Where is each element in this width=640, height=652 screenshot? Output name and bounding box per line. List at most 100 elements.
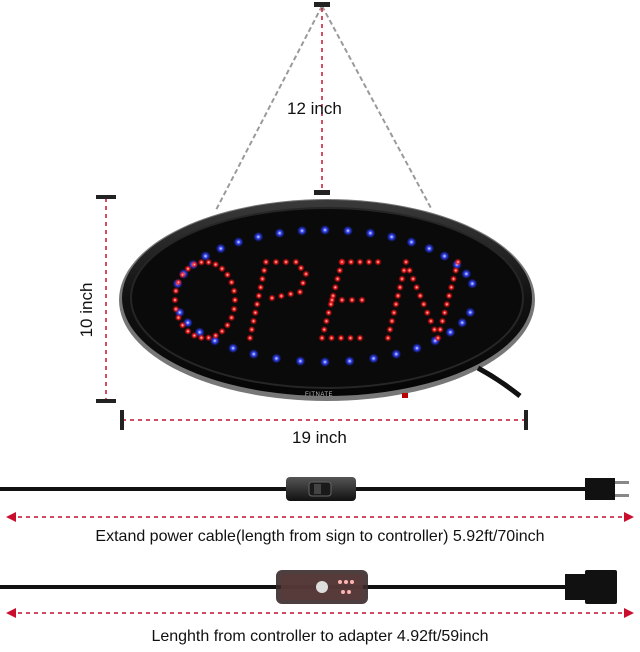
- red-led: [174, 278, 183, 286]
- blue-led: [320, 357, 330, 367]
- red-led: [358, 296, 366, 304]
- red-led: [171, 296, 179, 304]
- red-led: [427, 317, 435, 325]
- red-led: [434, 334, 442, 342]
- red-led: [197, 258, 205, 266]
- red-led: [174, 314, 183, 322]
- red-led: [218, 265, 226, 273]
- red-led: [255, 292, 263, 300]
- red-led: [260, 266, 268, 275]
- red-led: [400, 266, 408, 275]
- red-led: [405, 266, 414, 275]
- red-led: [438, 317, 447, 325]
- blue-led: [365, 228, 376, 239]
- red-led: [443, 300, 451, 308]
- red-led: [398, 275, 406, 283]
- red-led: [184, 265, 192, 273]
- red-led: [227, 278, 236, 286]
- red-led: [430, 325, 439, 334]
- red-led: [441, 309, 449, 317]
- chain-width-label: 12 inch: [287, 99, 342, 118]
- red-led: [445, 292, 453, 300]
- red-led: [322, 317, 331, 325]
- red-led: [436, 325, 444, 334]
- red-led: [197, 334, 205, 342]
- red-led: [394, 292, 402, 300]
- blue-led: [465, 307, 476, 318]
- red-led: [331, 283, 339, 291]
- red-led: [452, 266, 460, 275]
- blue-led: [439, 251, 450, 262]
- red-led: [212, 260, 220, 269]
- red-led: [292, 258, 300, 266]
- blue-led: [253, 231, 264, 242]
- blue-led: [424, 243, 435, 254]
- red-led: [272, 258, 280, 266]
- red-led: [346, 334, 355, 342]
- blue-led: [391, 349, 402, 360]
- red-led: [386, 325, 394, 334]
- red-led: [390, 309, 398, 317]
- sign-width-label: 19 inch: [292, 428, 347, 447]
- red-led: [287, 290, 295, 298]
- red-led: [230, 305, 238, 313]
- red-led: [231, 296, 239, 304]
- adapter-cable-dimension: [6, 608, 634, 618]
- blue-led: [248, 349, 259, 360]
- red-led: [413, 283, 421, 291]
- red-led: [449, 275, 458, 283]
- red-led: [205, 258, 213, 266]
- adapter-cable-caption: Lenghth from controller to adapter 4.92f…: [151, 628, 489, 645]
- red-led: [277, 292, 285, 300]
- red-led: [416, 292, 424, 300]
- red-led: [223, 321, 232, 329]
- red-led: [251, 309, 259, 317]
- blue-led: [215, 243, 226, 254]
- red-led: [172, 305, 180, 313]
- blue-led: [457, 317, 468, 328]
- red-led: [249, 317, 258, 325]
- red-led: [258, 275, 267, 283]
- red-led: [347, 258, 355, 266]
- blue-led: [344, 356, 355, 367]
- red-led: [262, 258, 270, 266]
- red-led: [253, 300, 261, 308]
- red-led: [392, 300, 400, 308]
- power-cable-dimension: [6, 512, 634, 522]
- red-led: [328, 296, 336, 304]
- red-led: [420, 300, 428, 308]
- blue-led: [368, 353, 379, 364]
- red-led: [178, 321, 187, 329]
- red-led: [190, 331, 198, 340]
- blue-led: [386, 231, 397, 242]
- red-led: [348, 296, 356, 304]
- red-led: [302, 270, 310, 278]
- red-led: [190, 260, 198, 269]
- red-led: [227, 314, 236, 322]
- blue-led: [406, 237, 417, 248]
- red-led: [230, 287, 238, 295]
- red-led: [268, 294, 276, 302]
- blue-led: [411, 343, 422, 354]
- brand-logo-text: FITNATE: [305, 392, 334, 398]
- adapter-cable-with-controller: [0, 570, 617, 604]
- sign-height-label: 10 inch: [77, 282, 96, 338]
- red-led: [396, 283, 404, 291]
- red-led: [402, 258, 410, 266]
- red-led: [297, 264, 305, 272]
- blue-led: [467, 278, 478, 289]
- blue-led: [320, 225, 330, 235]
- red-led: [257, 283, 265, 291]
- red-led: [320, 325, 328, 334]
- red-led: [338, 296, 346, 304]
- red-led: [282, 258, 290, 266]
- red-led: [336, 266, 344, 275]
- red-led: [318, 334, 326, 342]
- red-led: [296, 288, 304, 296]
- red-led: [178, 271, 187, 279]
- red-led: [299, 279, 307, 287]
- red-led: [248, 325, 256, 334]
- red-led: [325, 309, 333, 317]
- red-led: [409, 275, 417, 283]
- red-led: [212, 331, 220, 340]
